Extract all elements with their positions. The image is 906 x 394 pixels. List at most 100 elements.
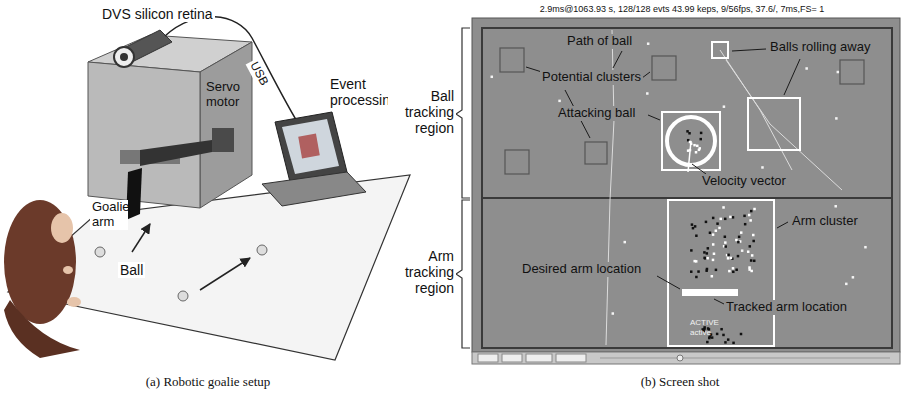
- event-dot: [707, 247, 710, 250]
- event-dot: [748, 266, 751, 269]
- leader-line: [692, 164, 706, 174]
- laptop: [282, 119, 339, 174]
- leader-line: [714, 299, 724, 304]
- part-label: DVS silicon retina: [100, 6, 215, 22]
- event-dot: [753, 260, 756, 263]
- event-dot: [706, 268, 709, 271]
- screen-frame: [472, 18, 900, 352]
- balls: [257, 245, 267, 255]
- event-dot: [730, 257, 733, 260]
- goalie-arm: [140, 140, 212, 166]
- part-label: USB: [246, 58, 272, 90]
- part-label: Servo motor: [206, 80, 252, 110]
- tracked-cluster: [682, 289, 738, 296]
- leader-line: [642, 72, 650, 78]
- potential-cluster: [652, 56, 676, 80]
- event-dot: [740, 333, 743, 336]
- balls: [200, 258, 250, 290]
- event-dot: [697, 270, 700, 273]
- region-label: Arm tracking region: [388, 248, 456, 296]
- screen-frame: [472, 18, 900, 364]
- event-dot: [729, 216, 732, 219]
- event-dot: [750, 270, 753, 273]
- laptop: [262, 112, 366, 206]
- event-dot: [695, 234, 698, 237]
- event-dot: [737, 255, 740, 258]
- event-dot: [751, 254, 754, 257]
- leader-line: [613, 51, 622, 68]
- event-dot: [690, 249, 693, 252]
- event-dot: [732, 267, 735, 270]
- event-dot: [558, 100, 561, 103]
- sensor-housing: [88, 35, 252, 208]
- event-dot: [706, 252, 709, 255]
- tracked-cluster: [748, 98, 800, 150]
- region-label: Ball tracking region: [388, 88, 456, 136]
- sensor-housing: [200, 42, 252, 208]
- screen-frame: [472, 352, 900, 364]
- event-dot: [743, 215, 746, 218]
- tracked-cluster: [667, 117, 715, 165]
- sensor-housing: [88, 62, 200, 208]
- callout-label: Path of ball: [565, 34, 634, 49]
- event-dot: [737, 241, 740, 244]
- event-dot: [728, 270, 731, 273]
- servo-motor: [212, 128, 234, 152]
- potential-cluster: [505, 150, 529, 174]
- event-dot: [845, 283, 848, 286]
- event-dot: [688, 132, 691, 135]
- leader-line: [657, 276, 680, 289]
- event-dot: [612, 312, 615, 315]
- screen-frame: [600, 358, 890, 359]
- event-dot: [722, 206, 725, 209]
- ball-tracks: [720, 50, 792, 170]
- event-dot: [647, 42, 650, 45]
- event-dot: [752, 234, 755, 237]
- event-dot: [715, 269, 718, 272]
- leader-line: [732, 49, 766, 51]
- event-dot: [753, 208, 756, 211]
- leader-line: [648, 115, 660, 120]
- event-dot: [695, 151, 698, 154]
- status-text: ACTIVE: [690, 318, 719, 327]
- event-dot: [706, 257, 709, 260]
- callout-label: Potential clusters: [540, 70, 643, 85]
- event-dot: [835, 117, 838, 120]
- event-dot: [715, 229, 718, 232]
- leader-line: [784, 59, 800, 95]
- goalie-arm: [126, 140, 212, 220]
- event-dot: [692, 227, 695, 230]
- event-dot: [713, 253, 716, 256]
- status-bar: 2.9ms@1063.93 s, 128/128 evts 43.99 keps…: [520, 4, 844, 14]
- screen-frame: [478, 354, 498, 362]
- callout-label: Desired arm location: [520, 262, 643, 277]
- dvs-camera: [120, 30, 172, 62]
- event-dot: [752, 240, 755, 243]
- leader-line: [777, 222, 788, 228]
- event-dot: [695, 276, 698, 279]
- event-dot: [805, 67, 808, 70]
- screen-frame: [482, 28, 892, 348]
- event-dot: [727, 257, 730, 260]
- event-dot: [695, 260, 698, 263]
- region-bracket: [456, 200, 470, 348]
- event-dot: [705, 221, 708, 224]
- tracked-cluster: [688, 141, 691, 172]
- event-dot: [834, 205, 837, 208]
- event-dot: [703, 257, 706, 260]
- event-dot: [704, 257, 707, 260]
- dvs-camera: [114, 30, 172, 67]
- balls: [132, 224, 150, 252]
- event-dot: [749, 245, 752, 248]
- event-dot: [741, 249, 744, 252]
- event-dot: [690, 270, 693, 273]
- screen-frame: [502, 354, 522, 362]
- event-dot: [712, 217, 715, 220]
- event-dot: [750, 210, 753, 213]
- event-dot: [716, 333, 719, 336]
- event-dot: [689, 141, 692, 144]
- event-dot: [712, 259, 715, 262]
- event-dot: [700, 132, 703, 135]
- callout-label: Attacking ball: [556, 106, 637, 121]
